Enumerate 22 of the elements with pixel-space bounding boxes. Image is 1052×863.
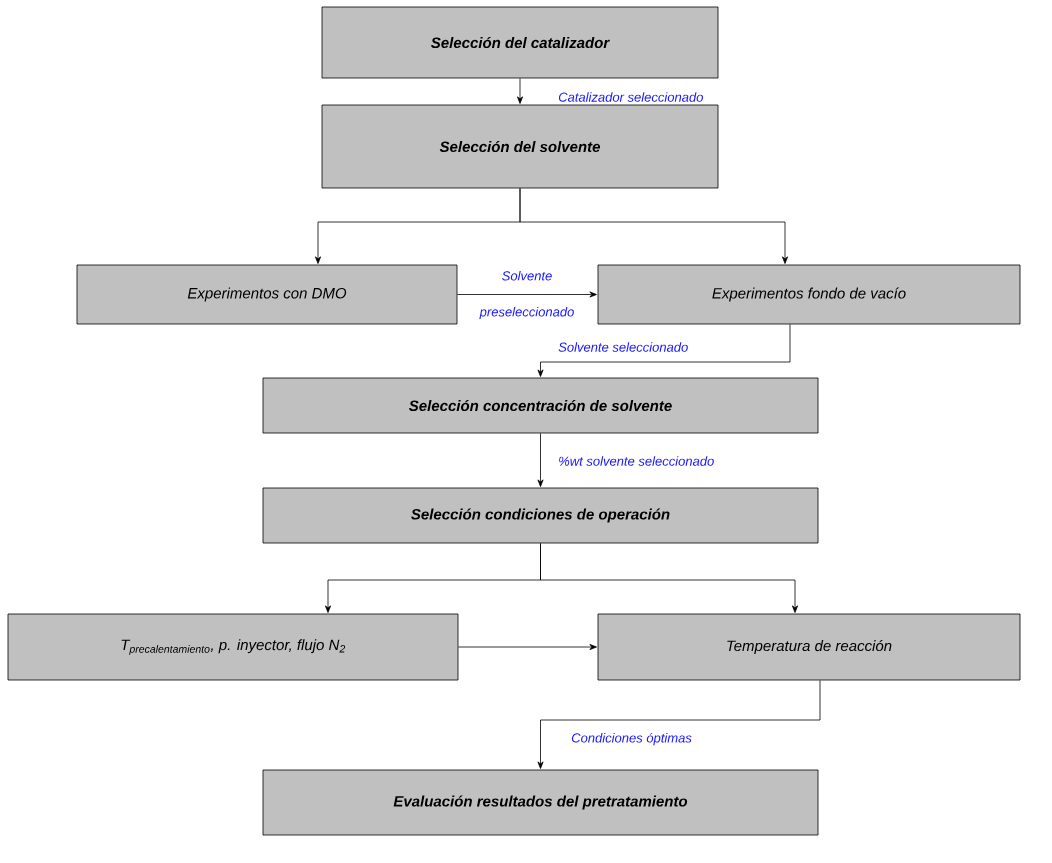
edge-label: Catalizador seleccionado (558, 92, 703, 102)
process-box: Selección del catalizador (321, 6, 719, 79)
process-box: Selección condiciones de operación (262, 487, 819, 544)
process-box: Evaluación resultados del pretratamiento (262, 769, 819, 836)
arrow (537, 433, 544, 487)
process-box: Selección concentración de solvente (262, 377, 819, 434)
edge-label: %wt solvente seleccionado (559, 456, 714, 466)
edge-label: Condiciones óptimas (571, 732, 692, 746)
edge-label: Solvente preseleccionado (479, 270, 574, 320)
arrow (537, 324, 791, 377)
process-box: Experimentos fondo de vacío (597, 264, 1021, 325)
arrow (517, 78, 523, 104)
arrow (540, 543, 798, 613)
arrow (457, 291, 597, 298)
arrow (519, 188, 788, 264)
arrow (458, 644, 597, 650)
edge-label: Solvente seleccionado (558, 342, 688, 352)
process-box: Selección del solvente (321, 104, 719, 189)
process-box: Temperatura de reacción (597, 613, 1021, 681)
process-box: Experimentos con DMO (76, 264, 458, 325)
process-box: $\textit{T}_{\text{\itshape precalentamiento}}\text{\itshape , p. inyector, flujo }\textit{N}_{\text{\itshape 2}}$ (7, 613, 459, 681)
arrow (537, 680, 821, 769)
